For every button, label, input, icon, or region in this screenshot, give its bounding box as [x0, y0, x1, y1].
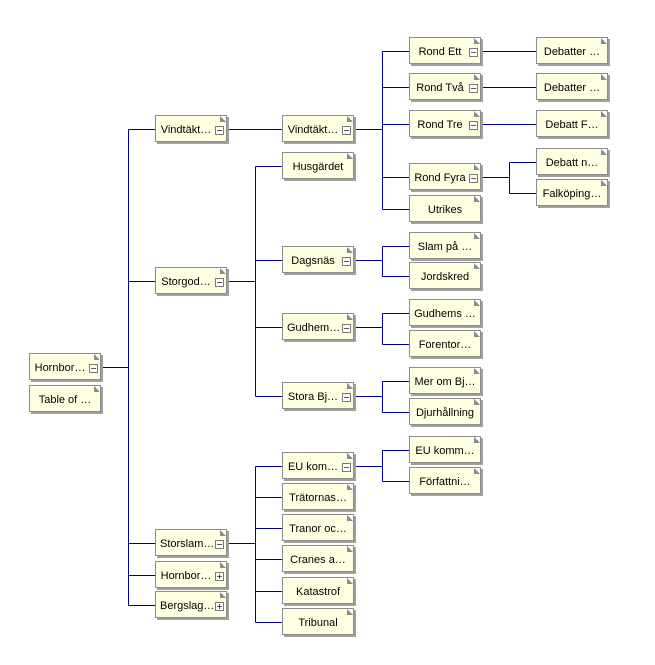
node-label: Trätornas… — [289, 492, 347, 504]
collapse-icon[interactable] — [215, 126, 224, 135]
node-label: Debatt n… — [545, 157, 599, 169]
node-label: Dagsnäs — [291, 255, 335, 267]
collapse-icon[interactable] — [89, 364, 98, 373]
tree-node-n28[interactable]: Djurhållning — [409, 398, 481, 425]
node-label: Debatter … — [543, 46, 601, 58]
node-label: Table of … — [38, 394, 92, 406]
tree-node-n25[interactable]: Gudhems … — [409, 299, 481, 326]
collapse-icon[interactable] — [342, 324, 351, 333]
tree-node-n11[interactable]: Rond Tre — [409, 110, 481, 137]
node-label: Katastrof — [295, 586, 341, 598]
tree-node-n19[interactable]: Husgärdet — [282, 152, 354, 179]
expand-icon[interactable] — [215, 572, 224, 581]
node-label: Utrikes — [427, 204, 463, 216]
tree-node-n4[interactable]: Storgod… — [155, 267, 227, 294]
collapse-icon[interactable] — [469, 84, 478, 93]
tree-node-n1[interactable]: Hornbor… — [29, 353, 101, 380]
node-label: Mer om Bj… — [414, 376, 476, 388]
node-label: Husgärdet — [292, 161, 344, 173]
tree-node-n32[interactable]: Cranes a… — [282, 545, 354, 572]
node-label: EU kom… — [287, 461, 339, 473]
tree-node-n10[interactable]: Rond Två — [409, 73, 481, 100]
tree-node-n21[interactable]: Gudhem… — [282, 313, 354, 340]
node-label: Forentor… — [418, 339, 472, 351]
collapse-icon[interactable] — [342, 257, 351, 266]
tree-node-n18[interactable]: Falköping… — [536, 179, 608, 206]
collapse-icon[interactable] — [342, 463, 351, 472]
collapse-icon[interactable] — [342, 393, 351, 402]
collapse-icon[interactable] — [215, 278, 224, 287]
tree-node-n36[interactable]: Författni… — [409, 467, 481, 494]
node-label: Storslam… — [160, 538, 215, 550]
collapse-icon[interactable] — [342, 126, 351, 135]
tree-node-n17[interactable]: Debatt n… — [536, 148, 608, 175]
node-label: Gudhems … — [414, 308, 476, 320]
tree-node-n5[interactable]: Storslam… — [155, 529, 227, 556]
node-label: Cranes a… — [290, 554, 346, 566]
tree-node-n2[interactable]: Table of … — [29, 385, 101, 412]
tree-node-n34[interactable]: Tribunal — [282, 608, 354, 635]
tree-node-n7[interactable]: Bergslag… — [155, 591, 227, 618]
node-label: Rond Två — [416, 82, 464, 94]
collapse-icon[interactable] — [469, 121, 478, 130]
tree-node-n35[interactable]: EU komm… — [409, 436, 481, 463]
tree-node-n3[interactable]: Vindtäkt… — [155, 115, 227, 142]
node-label: Gudhem… — [287, 322, 341, 334]
tree-node-n26[interactable]: Forentor… — [409, 330, 481, 357]
tree-node-n16[interactable]: Debatt F… — [536, 110, 608, 137]
collapse-icon[interactable] — [215, 540, 224, 549]
tree-node-n31[interactable]: Tranor oc… — [282, 514, 354, 541]
node-label: Hornbor… — [34, 362, 86, 374]
node-label: Debatter … — [543, 82, 601, 94]
node-label: Författni… — [419, 476, 471, 488]
tree-node-n24[interactable]: Jordskred — [409, 262, 481, 289]
tree-node-n20[interactable]: Dagsnäs — [282, 246, 354, 273]
node-label: Tranor oc… — [289, 523, 347, 535]
node-label: Slam på … — [417, 241, 473, 253]
node-label: Djurhållning — [415, 407, 475, 419]
tree-node-n8[interactable]: Vindtäkt… — [282, 115, 354, 142]
node-label: Stora Bj… — [287, 391, 339, 403]
node-label: Rond Tre — [417, 119, 463, 131]
tree-node-n27[interactable]: Mer om Bj… — [409, 367, 481, 394]
tree-node-n12[interactable]: Rond Fyra — [409, 163, 481, 190]
collapse-icon[interactable] — [469, 48, 478, 57]
node-label: Tribunal — [298, 617, 338, 629]
tree-node-n15[interactable]: Debatter … — [536, 73, 608, 100]
tree-node-n9[interactable]: Rond Ett — [409, 37, 481, 64]
node-label: Storgod… — [161, 276, 211, 288]
tree-node-n22[interactable]: Stora Bj… — [282, 382, 354, 409]
node-label: Jordskred — [420, 271, 470, 283]
node-label: Rond Ett — [418, 46, 462, 58]
tree-node-n13[interactable]: Utrikes — [409, 195, 481, 222]
node-label: Debatt F… — [545, 119, 599, 131]
node-label: Vindtäkt… — [160, 124, 212, 136]
connector-lines — [101, 51, 537, 623]
tree-node-n14[interactable]: Debatter … — [536, 37, 608, 64]
tree-node-n23[interactable]: Slam på … — [409, 232, 481, 259]
tree-node-n30[interactable]: Trätornas… — [282, 483, 354, 510]
node-label: Bergslag… — [160, 600, 215, 612]
tree-node-n33[interactable]: Katastrof — [282, 577, 354, 604]
collapse-icon[interactable] — [469, 174, 478, 183]
tree-node-n29[interactable]: EU kom… — [282, 452, 354, 479]
node-label: Vindtäkt… — [287, 124, 339, 136]
node-label: Falköping… — [542, 188, 602, 200]
node-label: Hornbor… — [160, 570, 212, 582]
node-label: Rond Fyra — [414, 172, 466, 184]
expand-icon[interactable] — [215, 602, 224, 611]
tree-node-n6[interactable]: Hornbor… — [155, 561, 227, 588]
node-label: EU komm… — [415, 445, 475, 457]
